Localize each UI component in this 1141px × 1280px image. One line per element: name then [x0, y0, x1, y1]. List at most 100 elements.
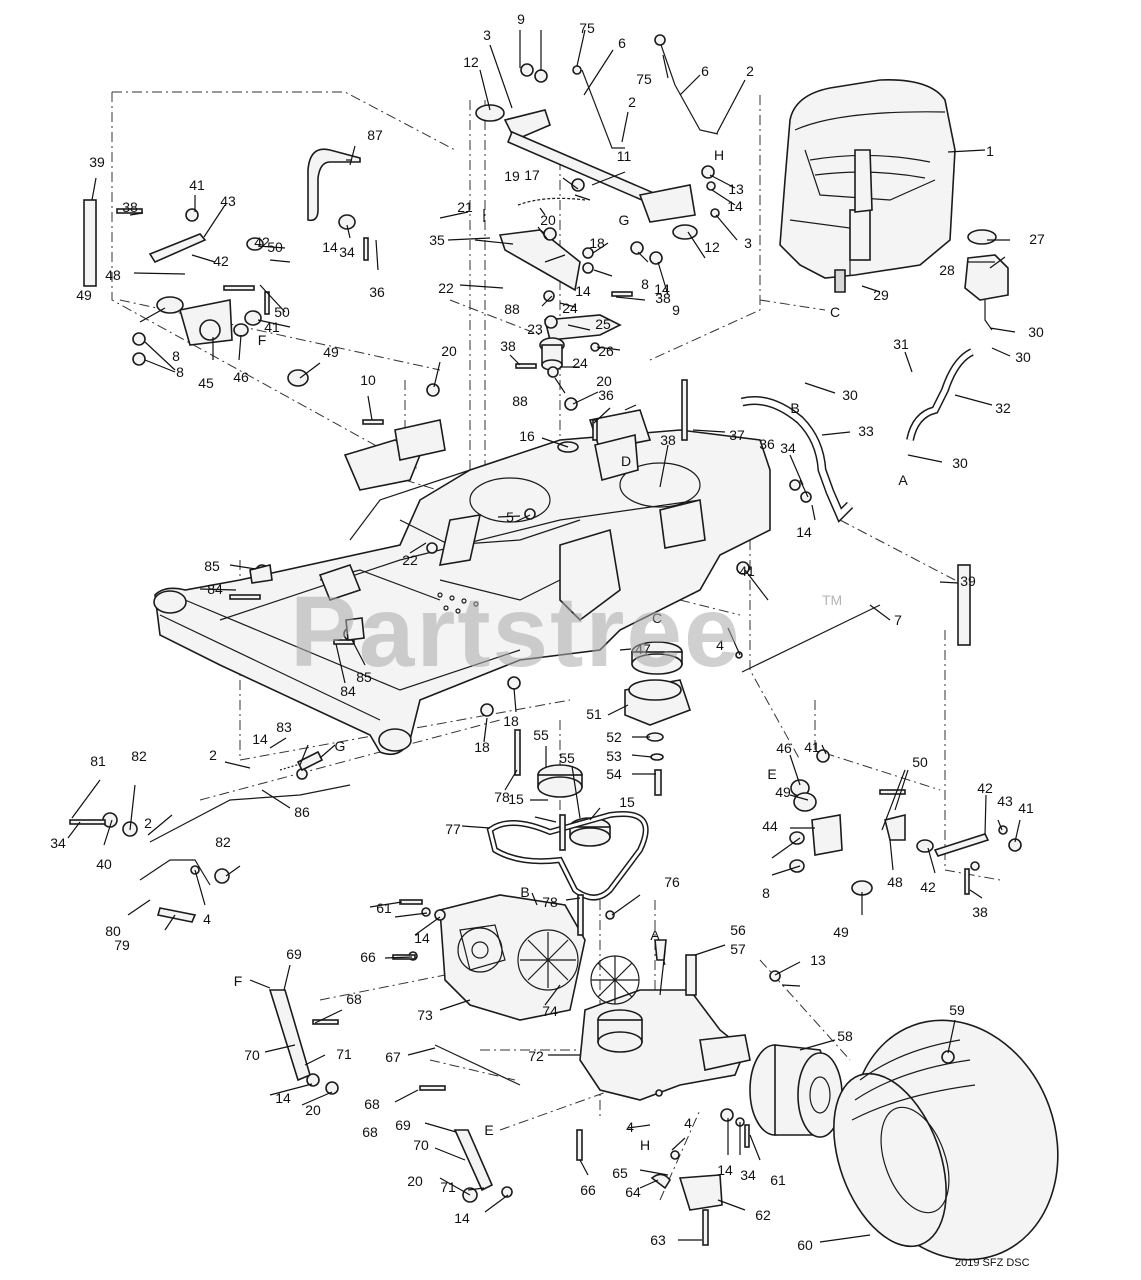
callout-84: 84	[340, 683, 356, 699]
callout-72: 72	[528, 1048, 544, 1064]
callout-3: 3	[744, 235, 752, 251]
callout-34: 34	[50, 835, 66, 851]
callout-39: 39	[960, 573, 976, 589]
callout-20: 20	[441, 343, 457, 359]
callout-36: 36	[369, 284, 385, 300]
callout-42: 42	[213, 253, 229, 269]
callout-24: 24	[572, 355, 588, 371]
callout-69: 69	[395, 1117, 411, 1133]
callout-15: 15	[619, 794, 635, 810]
callout-74: 74	[542, 1003, 558, 1019]
callout-22: 22	[402, 552, 418, 568]
callout-8: 8	[762, 885, 770, 901]
callout-75: 75	[579, 20, 595, 36]
callout-5: 5	[506, 509, 514, 525]
callout-56: 56	[730, 922, 746, 938]
callout-38: 38	[972, 904, 988, 920]
fuel-hoses	[740, 337, 974, 523]
callout-84: 84	[207, 581, 223, 597]
callout-22: 22	[438, 280, 454, 296]
callout-49: 49	[833, 924, 849, 940]
callout-83: 83	[276, 719, 292, 735]
callout-55: 55	[559, 750, 575, 766]
callout-20: 20	[596, 373, 612, 389]
callout-61: 61	[770, 1172, 786, 1188]
connector-letter-d: D	[621, 453, 631, 469]
connector-letter-e: E	[484, 1122, 493, 1138]
callout-2: 2	[746, 63, 754, 79]
callout-55: 55	[533, 727, 549, 743]
callout-7: 7	[894, 612, 902, 628]
callout-4: 4	[716, 637, 724, 653]
callout-42: 42	[977, 780, 993, 796]
callout-14: 14	[654, 281, 670, 297]
callout-38: 38	[500, 338, 516, 354]
callout-42: 42	[254, 234, 270, 250]
callout-14: 14	[454, 1210, 470, 1226]
callout-43: 43	[220, 193, 236, 209]
connector-letter-g: G	[619, 212, 630, 228]
callout-12: 12	[463, 54, 479, 70]
callout-30: 30	[842, 387, 858, 403]
callout-64: 64	[625, 1184, 641, 1200]
callout-82: 82	[215, 834, 231, 850]
connector-letter-f: F	[234, 973, 243, 989]
callout-17: 17	[524, 167, 540, 183]
callout-80: 80	[105, 923, 121, 939]
watermark-trademark: TM	[822, 592, 843, 608]
callout-21: 21	[457, 199, 473, 215]
callout-11: 11	[617, 148, 632, 164]
drive-belt	[486, 811, 649, 901]
callout-42: 42	[920, 879, 936, 895]
callout-2: 2	[628, 94, 636, 110]
callout-2: 2	[144, 815, 152, 831]
connector-letter-b: B	[520, 884, 529, 900]
callout-18: 18	[503, 713, 519, 729]
callout-35: 35	[429, 232, 445, 248]
connector-letter-h: H	[640, 1137, 650, 1153]
callout-54: 54	[606, 766, 622, 782]
callout-44: 44	[762, 818, 778, 834]
callout-23: 23	[527, 321, 543, 337]
callout-68: 68	[346, 991, 362, 1007]
callout-12: 12	[704, 239, 720, 255]
callout-77: 77	[445, 821, 461, 837]
callout-8: 8	[641, 276, 649, 292]
callout-14: 14	[414, 930, 430, 946]
callout-71: 71	[336, 1046, 352, 1062]
connector-letter-c: C	[652, 610, 662, 626]
callout-50: 50	[274, 304, 290, 320]
callout-labels: 1222233444456678888991011121213131414141…	[50, 11, 1045, 1253]
transmission-left	[439, 894, 586, 1021]
callout-25: 25	[595, 316, 611, 332]
callout-51: 51	[586, 706, 602, 722]
pulleys	[537, 641, 692, 847]
callout-41: 41	[739, 563, 755, 579]
callout-30: 30	[1028, 324, 1044, 340]
callout-30: 30	[952, 455, 968, 471]
callout-28: 28	[939, 262, 955, 278]
callout-6: 6	[701, 63, 709, 79]
connector-letter-b: B	[790, 400, 799, 416]
connector-letter-h: H	[714, 147, 724, 163]
callout-34: 34	[339, 244, 355, 260]
callout-50: 50	[267, 239, 283, 255]
main-frame	[153, 409, 771, 756]
callout-73: 73	[417, 1007, 433, 1023]
callout-38: 38	[655, 290, 671, 306]
engine	[779, 79, 956, 293]
callout-2: 2	[209, 747, 217, 763]
callout-29: 29	[873, 287, 889, 303]
callout-48: 48	[105, 267, 121, 283]
callout-14: 14	[796, 524, 812, 540]
callout-14: 14	[275, 1090, 291, 1106]
callout-69: 69	[286, 946, 302, 962]
callout-4: 4	[203, 911, 211, 927]
callout-41: 41	[1018, 800, 1034, 816]
callout-53: 53	[606, 748, 622, 764]
callout-61: 61	[376, 900, 392, 916]
callout-75: 75	[636, 71, 652, 87]
callout-85: 85	[356, 669, 372, 685]
